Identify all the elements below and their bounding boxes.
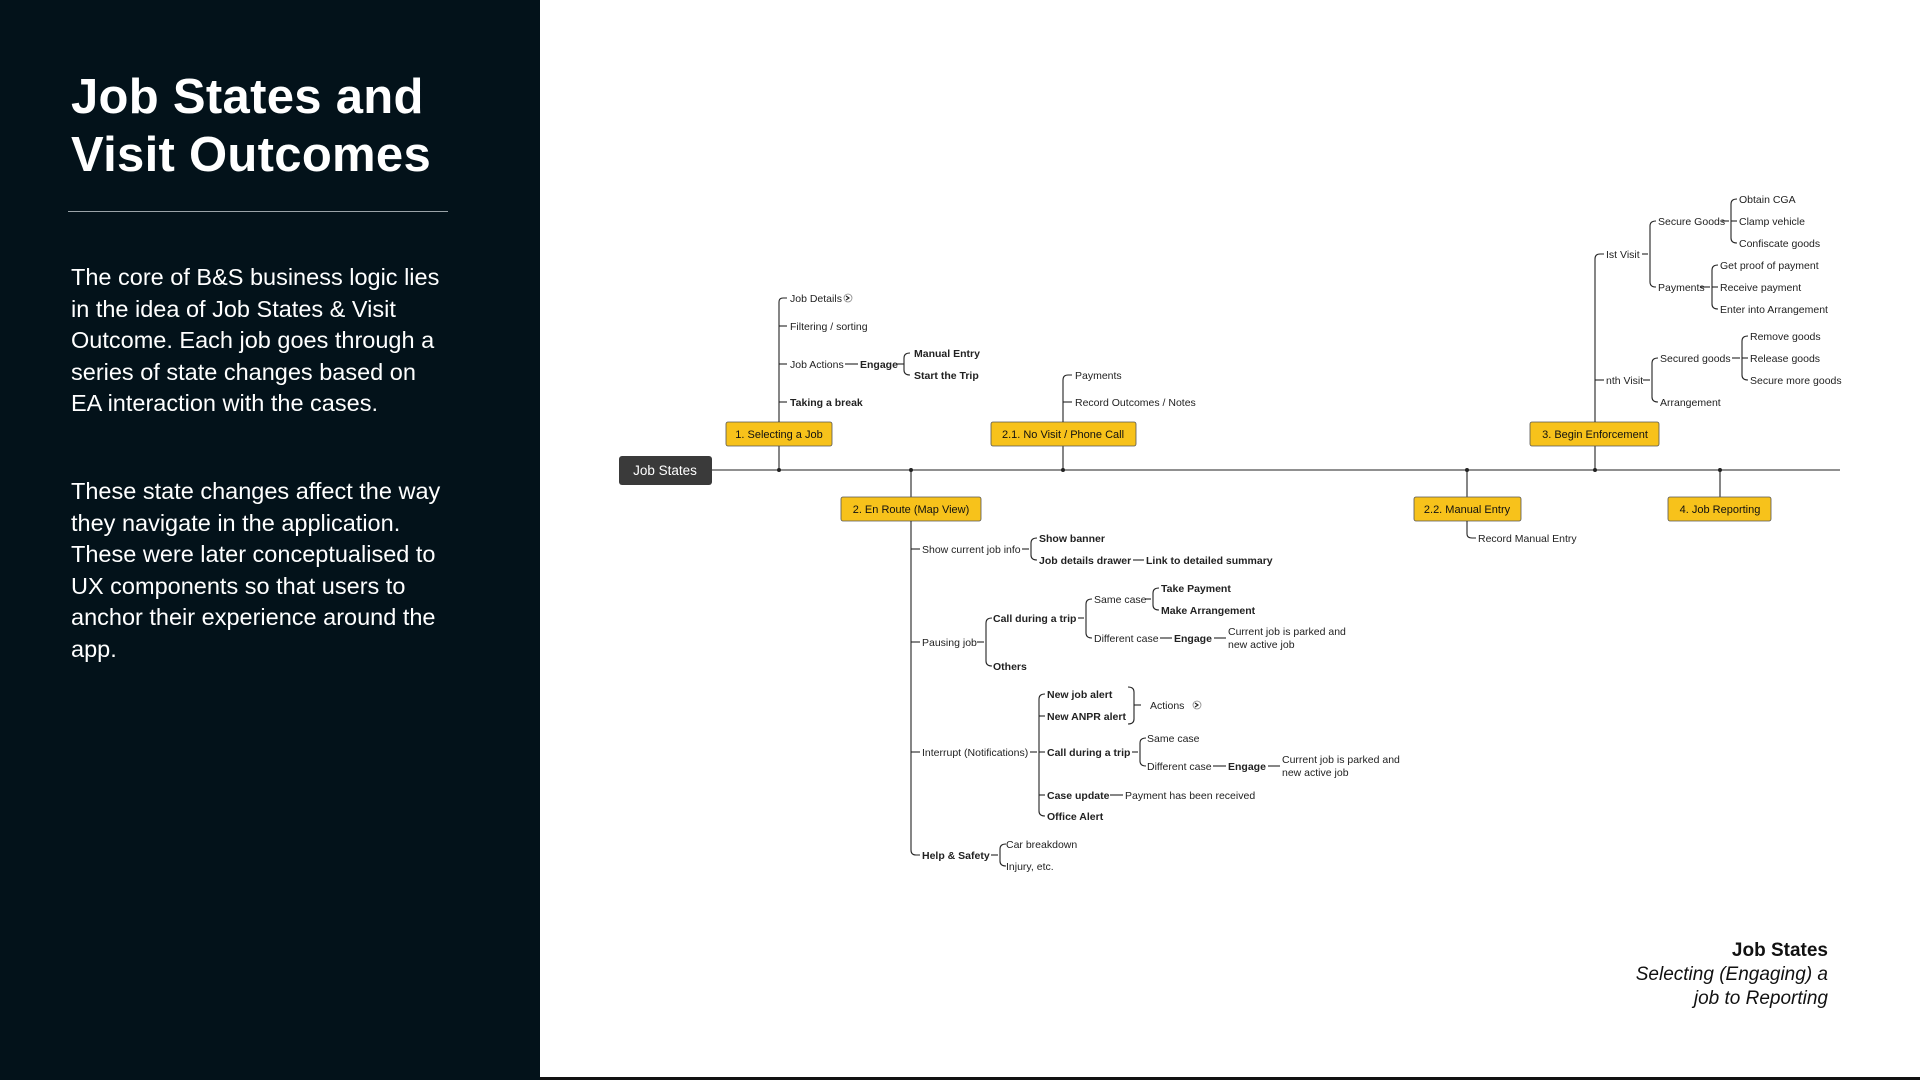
diagram-label: Pausing job — [922, 637, 977, 649]
diagram-label: Ist Visit — [1606, 249, 1640, 261]
diagram-label: Car breakdown — [1006, 839, 1077, 851]
chevron-icon — [1192, 700, 1202, 710]
diagram-label: 2. En Route (Map View) — [853, 504, 970, 516]
diagram-label: Manual Entry — [914, 348, 980, 360]
diagram-label: Case update — [1047, 790, 1110, 802]
diagram-label: new active job — [1282, 767, 1349, 779]
diagram-label: Make Arrangement — [1161, 605, 1256, 617]
intro-paragraph: The core of B&S business logic lies in t… — [71, 264, 440, 417]
diagram-label: Start the Trip — [914, 370, 979, 382]
diagram-label: nth Visit — [1606, 375, 1643, 387]
diagram-label: Others — [993, 661, 1027, 673]
title-divider — [68, 211, 448, 212]
diagram-label: Receive payment — [1720, 282, 1801, 294]
diagram-label: Remove goods — [1750, 331, 1821, 343]
diagram-label: Take Payment — [1161, 583, 1231, 595]
diagram-label: Same case — [1147, 733, 1200, 745]
frame-border — [540, 1077, 1920, 1080]
diagram-label: Engage — [1228, 761, 1266, 773]
diagram-label: Record Outcomes / Notes — [1075, 397, 1196, 409]
diagram-label: Current job is parked and — [1228, 626, 1346, 638]
diagram-label: Record Manual Entry — [1478, 533, 1577, 545]
sidebar-panel: Job States and Visit Outcomes The core o… — [0, 0, 540, 1080]
diagram-label: Job Actions — [790, 359, 844, 371]
diagram-label: Different case — [1147, 761, 1212, 773]
diagram-label: 4. Job Reporting — [1680, 504, 1761, 516]
diagram-label: Job details drawer — [1039, 555, 1131, 567]
diagram-label: Engage — [860, 359, 898, 371]
chevron-icon — [843, 293, 853, 303]
branch-selecting-job: Job Details Filtering / sorting Job Acti… — [778, 293, 980, 422]
state-node-job-reporting: 4. Job Reporting — [1667, 496, 1772, 522]
diagram-label: Actions — [1150, 700, 1184, 712]
state-node-en-route: 2. En Route (Map View) — [840, 496, 982, 522]
detail-paragraph: These state changes affect the way they … — [71, 478, 441, 662]
state-node-manual-entry: 2.2. Manual Entry — [1413, 496, 1522, 522]
diagram-label: Show current job info — [922, 544, 1021, 556]
diagram-label: Taking a break — [790, 397, 863, 409]
diagram-label: new active job — [1228, 639, 1295, 651]
diagram-label: Same case — [1094, 594, 1147, 606]
caption-subtitle: Selecting (Engaging) a job to Reporting — [1635, 964, 1828, 1009]
diagram-label: 2.2. Manual Entry — [1424, 504, 1511, 516]
diagram-label: Release goods — [1750, 353, 1820, 365]
page-title: Job States and Visit Outcomes — [71, 70, 432, 182]
diagram-label: Call during a trip — [1047, 747, 1130, 759]
diagram-label: Help & Safety — [922, 850, 990, 862]
root-label: Job States — [633, 463, 697, 478]
diagram-label: Payments — [1075, 370, 1122, 382]
state-node-selecting-job: 1. Selecting a Job — [725, 421, 833, 447]
root-node: Job States — [619, 456, 712, 485]
diagram-label: Secured goods — [1660, 353, 1731, 365]
diagram-label: Engage — [1174, 633, 1212, 645]
branch-begin-enforcement: Ist Visit Secure Goods Obtain CGA Clamp … — [1594, 194, 1842, 422]
diagram-label: Filtering / sorting — [790, 321, 868, 333]
diagram-label: Show banner — [1039, 533, 1105, 545]
diagram-label: Interrupt (Notifications) — [922, 747, 1028, 759]
diagram-label: Injury, etc. — [1006, 861, 1054, 873]
diagram-label: Link to detailed summary — [1146, 555, 1273, 567]
diagram-label: Confiscate goods — [1739, 238, 1820, 250]
diagram-label: Call during a trip — [993, 613, 1076, 625]
diagram-label: Arrangement — [1660, 397, 1721, 409]
state-node-no-visit: 2.1. No Visit / Phone Call — [990, 421, 1137, 447]
branch-manual-entry: Record Manual Entry — [1466, 521, 1577, 545]
diagram-label: Payments — [1658, 282, 1705, 294]
diagram-label: Office Alert — [1047, 811, 1104, 823]
state-node-begin-enforcement: 3. Begin Enforcement — [1529, 421, 1660, 447]
branch-no-visit: Payments Record Outcomes / Notes — [1062, 370, 1196, 422]
diagram-label: Clamp vehicle — [1739, 216, 1805, 228]
branch-en-route: Show current job info Show banner Job de… — [910, 521, 1400, 873]
diagram-label: 2.1. No Visit / Phone Call — [1002, 429, 1124, 441]
diagram-label: Get proof of payment — [1720, 260, 1819, 272]
diagram-label: Obtain CGA — [1739, 194, 1796, 206]
diagram-caption: Job States Selecting (Engaging) a job to… — [1608, 938, 1828, 1011]
diagram-label: Current job is parked and — [1282, 754, 1400, 766]
diagram-label: Secure more goods — [1750, 375, 1842, 387]
diagram-label: Job Details — [790, 293, 842, 305]
diagram-label: Enter into Arrangement — [1720, 304, 1828, 316]
diagram-label: Secure Goods — [1658, 216, 1725, 228]
diagram-label: New ANPR alert — [1047, 711, 1126, 723]
caption-title: Job States — [1731, 940, 1828, 961]
diagram-label: Payment has been received — [1125, 790, 1255, 802]
diagram-label: Different case — [1094, 633, 1159, 645]
diagram-label: 3. Begin Enforcement — [1542, 429, 1648, 441]
diagram-label: 1. Selecting a Job — [735, 429, 822, 441]
diagram-label: New job alert — [1047, 689, 1113, 701]
